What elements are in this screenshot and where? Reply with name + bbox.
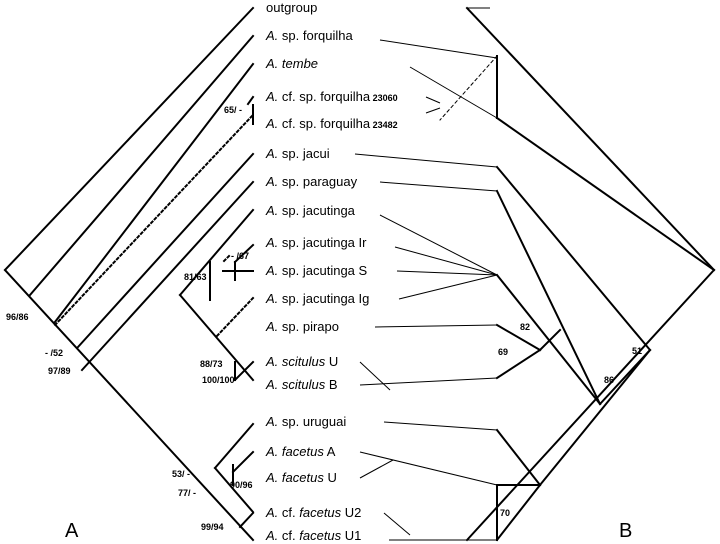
left-branch-facetus-a — [231, 450, 255, 474]
support-label: 69 — [498, 347, 508, 357]
taxon-labels: outgroup A. sp. forquilha A. tembe A. cf… — [265, 0, 398, 543]
link-facetus-u — [359, 459, 394, 479]
support-label: 86 — [604, 375, 614, 385]
link-jacutinga-ig — [398, 274, 498, 300]
left-branch-jacutinga — [178, 208, 255, 297]
taxon-label-7: A. sp. jacutinga — [265, 203, 356, 218]
left-branch-cf-forquilha-23060 — [246, 95, 255, 106]
right-outer-edge-upper — [465, 6, 716, 272]
tanglegram-links — [354, 7, 498, 541]
right-tree — [439, 6, 716, 542]
right-scitulus-node — [495, 348, 542, 380]
taxon-label-10: A. sp. jacutinga Ig — [265, 291, 369, 306]
taxon-label-16: A. facetus U — [265, 470, 337, 485]
taxon-label-5: A. sp. jacui — [265, 146, 330, 161]
left-branch-tembe — [53, 62, 255, 324]
left-clade-facetus-outer — [213, 466, 255, 514]
taxon-label-3: A. cf. sp. forquilha 23060 — [265, 89, 398, 104]
support-label: 51 — [632, 346, 642, 356]
left-branch-jacui — [76, 152, 255, 349]
taxon-label-6: A. sp. paraguay — [265, 174, 358, 189]
link-jacutinga-ir — [394, 246, 498, 276]
right-dashed-link — [439, 55, 498, 121]
left-branch-uruguai — [213, 422, 255, 470]
link-facetus-a — [359, 451, 498, 486]
left-outer-edge-lower — [3, 268, 255, 542]
taxon-label-1: A. sp. forquilha — [265, 28, 353, 43]
taxon-label-2: A. tembe — [265, 56, 318, 71]
support-label: 70 — [500, 508, 510, 518]
support-label: 100/100 — [202, 375, 235, 385]
right-pirapo-node — [495, 323, 542, 352]
support-label: 96/86 — [6, 312, 29, 322]
taxon-label-0: outgroup — [266, 0, 317, 15]
taxon-label-8: A. sp. jacutinga Ir — [265, 235, 367, 250]
link-tembe — [409, 66, 498, 119]
right-branch-tembe — [495, 116, 716, 272]
right-cf-facetus-node — [495, 483, 542, 542]
support-label: 88/73 — [200, 359, 223, 369]
right-branch-paraguay — [495, 189, 602, 406]
left-dotted-cf-forquilha — [53, 114, 254, 327]
taxon-label-17: A. cf. facetus U2 — [265, 505, 361, 520]
link-cf-23060 — [425, 96, 441, 104]
left-branch-forquilha — [28, 34, 255, 297]
link-scitulus-u — [359, 361, 391, 391]
link-scitulus-b — [359, 377, 498, 386]
left-branch-jacutinga-ir — [233, 243, 255, 264]
panel-label-b: B — [619, 520, 632, 542]
support-label: 81/63 — [184, 272, 207, 282]
left-tree — [3, 6, 255, 542]
link-paraguay — [379, 181, 498, 192]
left-dotted-jacutinga-ig — [214, 296, 255, 339]
link-jacutinga-s — [396, 270, 498, 276]
left-clade-jacutinga-outer — [178, 293, 255, 382]
taxon-label-15: A. facetus A — [265, 444, 336, 459]
support-values-left: 65/ - - /67 81/63 88/73 100/100 96/86 - … — [6, 105, 253, 532]
link-jacutinga — [379, 214, 498, 276]
taxon-label-9: A. sp. jacutinga S — [265, 263, 368, 278]
right-uruguai-node — [495, 428, 542, 487]
support-label: 99/94 — [201, 522, 224, 532]
support-label: 77/ - — [178, 488, 196, 498]
taxon-label-11: A. sp. pirapo — [265, 319, 339, 334]
link-cf-facetus-u2 — [383, 512, 411, 536]
taxon-label-13: A. scitulus B — [265, 377, 338, 392]
support-label: 82 — [520, 322, 530, 332]
right-facetus-join — [538, 348, 652, 487]
support-values-right: 82 69 51 86 70 — [498, 322, 642, 518]
link-jacui — [354, 153, 498, 168]
support-label: 65/ - — [224, 105, 242, 115]
right-middle-spine — [598, 348, 652, 406]
support-label: 90/96 — [230, 480, 253, 490]
support-label: - /67 — [231, 251, 249, 261]
taxon-label-12: A. scitulus U — [265, 354, 338, 369]
link-cf-23482 — [425, 107, 441, 114]
right-branch-jacui — [495, 165, 652, 352]
link-forquilha — [379, 39, 498, 59]
right-pirapo-scitulus-join — [538, 328, 562, 352]
support-label: 53/ - — [172, 469, 190, 479]
right-outer-edge-lower — [465, 268, 716, 542]
left-dotted-jacutinga-s — [220, 254, 231, 265]
panel-label-a: A — [65, 520, 79, 542]
left-outer-edge-upper — [3, 6, 255, 272]
taxon-label-14: A. sp. uruguai — [265, 414, 346, 429]
taxon-label-4: A. cf. sp. forquilha 23482 — [265, 116, 398, 131]
left-branch-cf-facetus-u2 — [238, 511, 255, 529]
link-pirapo — [374, 324, 498, 328]
taxon-label-18: A. cf. facetus U1 — [265, 528, 361, 543]
link-uruguai — [383, 421, 498, 431]
support-label: - /52 — [45, 348, 63, 358]
right-jacutinga-node — [495, 273, 602, 406]
support-label: 97/89 — [48, 366, 71, 376]
left-branch-paraguay — [80, 180, 255, 372]
